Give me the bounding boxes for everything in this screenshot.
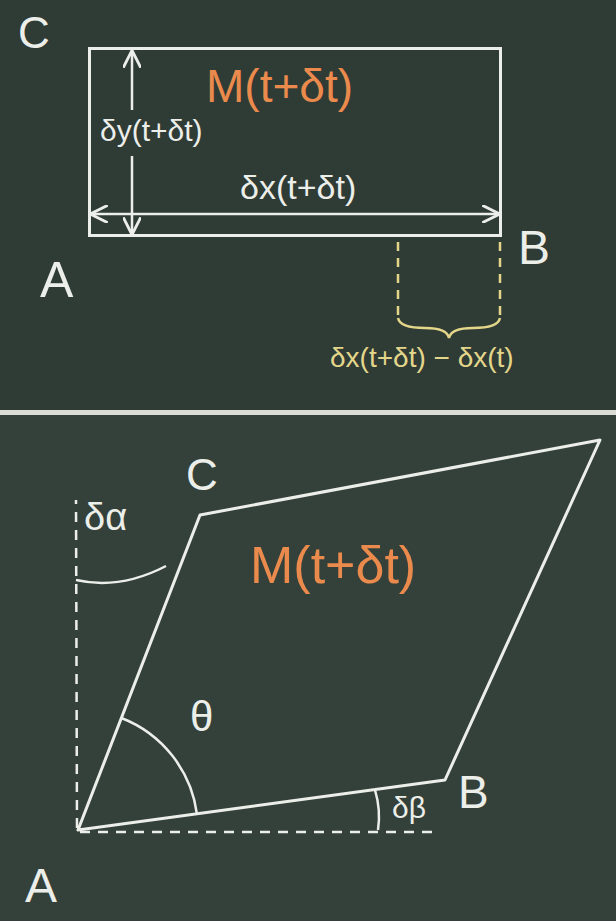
dashed-horizontal <box>80 831 440 834</box>
sheared-element: M(t+δt) <box>70 436 605 836</box>
dx-arrow <box>92 213 498 216</box>
dashed-vertical <box>76 500 77 828</box>
mass-label: M(t+δt) <box>250 536 416 596</box>
corner-letter: C <box>186 450 218 501</box>
angle-label: δβ <box>392 791 426 826</box>
alpha-arc <box>76 566 166 583</box>
mass-label: M(t+δt) <box>206 60 353 113</box>
corner-letter: B <box>518 220 550 275</box>
dimension-label: δx(t+δt) <box>240 168 356 207</box>
theta-arc <box>121 718 196 814</box>
angle-label: θ <box>190 693 213 741</box>
dy-arrow-upper <box>131 52 134 110</box>
difference-label: δx(t+δt) − δx(t) <box>330 342 514 374</box>
dashed-guide <box>397 242 400 320</box>
dashed-guide <box>499 242 502 320</box>
corner-letter: C <box>18 8 50 59</box>
brace <box>398 318 500 338</box>
corner-letter: A <box>25 858 57 913</box>
dimension-label: δy(t+δt) <box>100 114 203 149</box>
beta-arc <box>375 790 379 830</box>
corner-letter: B <box>458 766 489 819</box>
corner-letter: A <box>40 252 73 310</box>
parallelogram-outline <box>70 436 605 836</box>
angle-label: δα <box>84 496 127 540</box>
dy-arrow-lower <box>131 156 134 233</box>
chalkboard-bottom <box>0 415 616 921</box>
